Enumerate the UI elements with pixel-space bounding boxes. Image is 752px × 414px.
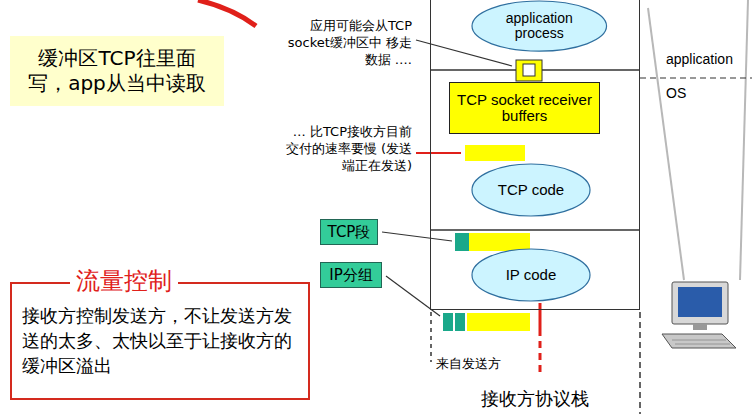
- data-bar: [465, 145, 525, 161]
- layer-name: application: [666, 50, 733, 68]
- node-text: 接收方控制发送方，不让发送方发送的太多、太快以至于让接收方的缓冲区溢出: [22, 303, 298, 379]
- perspective-line: [648, 8, 684, 280]
- tcp-header: [455, 313, 465, 331]
- data-bar: [467, 313, 530, 331]
- incoming-path: [539, 303, 542, 334]
- layer-divider: [430, 229, 640, 231]
- source-label: 来自发送方: [436, 356, 501, 373]
- app-os-divider: [640, 77, 752, 78]
- data-bar: [469, 233, 530, 251]
- leader-line: [382, 232, 452, 241]
- node-text: TCP code: [498, 182, 564, 199]
- layer-name: OS: [666, 84, 686, 102]
- note-box: 缓冲区TCP往里面写，app从当中读取: [10, 36, 224, 106]
- code-ellipse: IP code: [471, 248, 591, 302]
- callout-text: 应用可能会从TCP socket缓冲区中 移走数据 ….: [282, 18, 412, 69]
- leader-line: [386, 276, 440, 316]
- node-text: 接收方协议栈: [431, 388, 639, 411]
- computer-icon: [662, 282, 736, 348]
- code-ellipse: TCP code: [471, 163, 591, 217]
- protocol-stack: 接收方协议栈application processTCP socket rece…: [430, 0, 640, 310]
- perspective-line: [740, 0, 748, 280]
- tcp-header: [455, 233, 469, 251]
- tag-box: TCP段: [320, 219, 378, 245]
- node-text: IP code: [506, 267, 557, 284]
- node-text: 缓冲区TCP往里面写，app从当中读取: [20, 46, 214, 96]
- socket-slot-inner: [523, 64, 535, 76]
- stack-dash: [430, 312, 432, 362]
- process-ellipse: application process: [471, 0, 608, 52]
- socket-slot: [516, 60, 542, 81]
- ip-header: [443, 313, 453, 331]
- node-text: TCP段: [328, 223, 371, 242]
- definition-box: 流量控制接收方控制发送方，不让发送方发送的太多、太快以至于让接收方的缓冲区溢出: [10, 282, 310, 400]
- box-title: 流量控制: [70, 267, 178, 296]
- tag-box: IP分组: [320, 262, 382, 288]
- buffer-box: TCP socket receiver buffers: [449, 82, 600, 134]
- node-text: application process: [492, 11, 586, 42]
- callout-text: … 比TCP接收方目前 交付的速率要慢 (发送端正在发送): [282, 124, 412, 175]
- node-text: IP分组: [329, 266, 372, 285]
- node-text: TCP socket receiver buffers: [456, 92, 593, 125]
- incoming-path: [539, 334, 542, 372]
- stack-dash: [639, 312, 641, 414]
- red-curve: [198, 0, 256, 26]
- leader-line: [416, 152, 461, 154]
